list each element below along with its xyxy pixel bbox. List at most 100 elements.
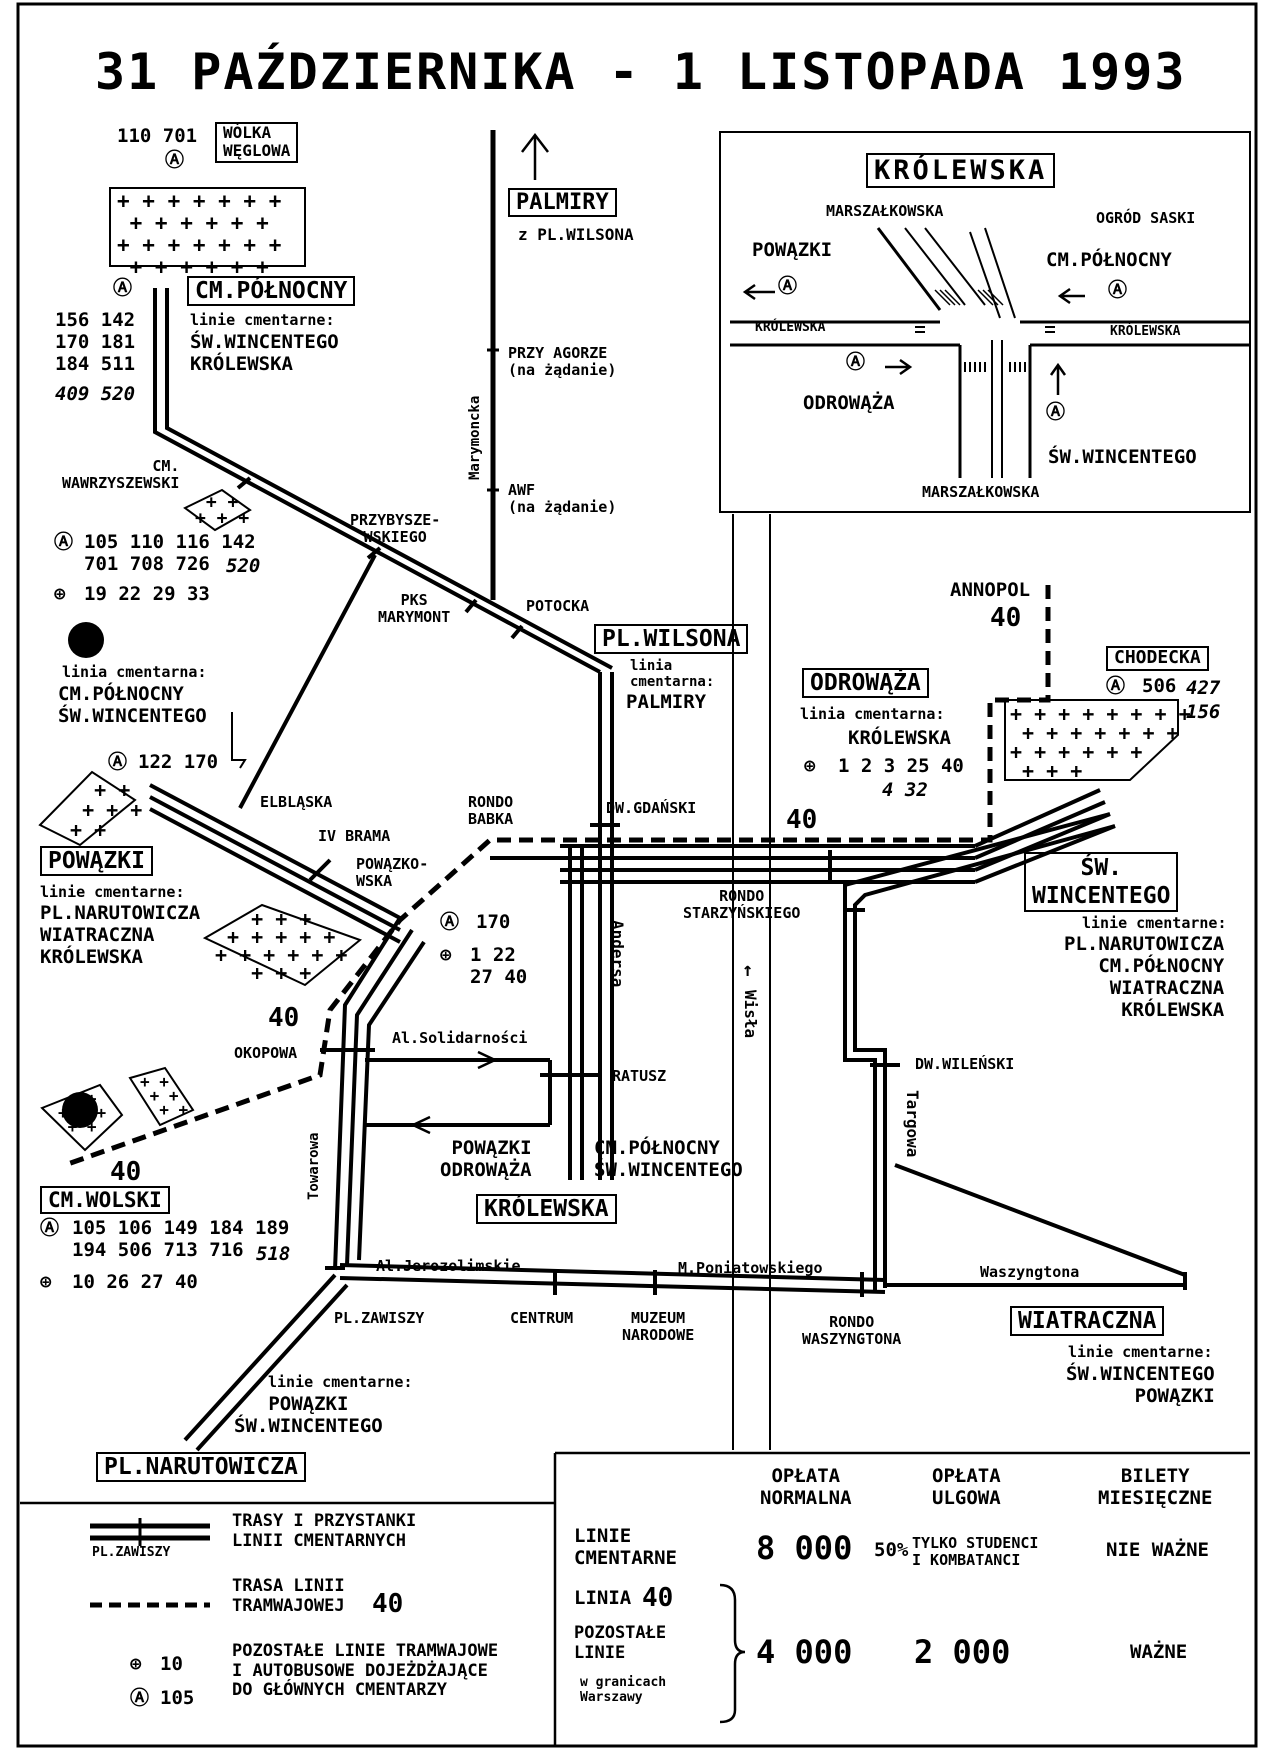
page-frame (16, 2, 1258, 1748)
fares-row-40: LINIA (574, 1587, 632, 1609)
cm-polnocny-bus-icon: Ⓐ (113, 277, 133, 299)
inset-map (719, 131, 1251, 513)
legend-bus-icon-number: 105 (160, 1687, 195, 1709)
chodecka-bus-icon: Ⓐ (1106, 675, 1126, 697)
cemetery-blocks (38, 187, 1179, 1152)
wolka-weglowa-label: WÓLKA WĘGLOWA (215, 122, 299, 163)
solidarnosci-arrows (410, 1050, 498, 1135)
cm-wolski-bus-icon: Ⓐ (40, 1217, 60, 1239)
inset-cm-polnocny: CM.PÓŁNOCNY (1046, 249, 1172, 271)
powazkowska-bus-icon: Ⓐ (440, 911, 460, 933)
label-40-wolski: 40 (110, 1157, 142, 1187)
cm-polnocny-buses-hand: 409 520 (55, 383, 136, 405)
inset-cm-polnocny-bus-icon: Ⓐ (1108, 279, 1128, 301)
fares-cemetery-reduced-note: TYLKO STUDENCI I KOMBATANCI (912, 1534, 1039, 1570)
inset-title: KRÓLEWSKA (866, 153, 1056, 189)
odrowaza-tram-icon: ⊕ (804, 755, 816, 777)
wolka-cemetery-crosses: + + + + + + + + + + + + + + + + + + + + … (117, 189, 282, 279)
fares-cemetery-reduced-pct: 50% (874, 1539, 909, 1561)
sw-wincentego-dest: PL.NARUTOWICZA CM.PÓŁNOCNY WIATRACZNA KR… (1064, 933, 1225, 1021)
cm-wolski-buses-hand: 518 (256, 1243, 291, 1265)
powazki-cemetery-crosses: + + + + + + + (70, 778, 143, 842)
inset-odrowaza: ODROWĄŻA (803, 392, 895, 414)
pl-narutowicza-label: PL.NARUTOWICZA (96, 1452, 306, 1483)
dw-wilenski-label: DW.WILEŃSKI (915, 1055, 1015, 1073)
chodecka-label: CHODECKA (1106, 646, 1209, 671)
wisla-arrow: ↑ (742, 959, 754, 981)
fares-col-monthly: BILETY MIESIĘCZNE (1098, 1465, 1213, 1509)
powazki-odrowaza-dest: POWĄZKI ODROWĄŻA (440, 1137, 532, 1181)
left-line-dest: CM.PÓŁNOCNY ŚW.WINCENTEGO (58, 683, 207, 727)
marymoncka-street: Marymoncka (467, 395, 483, 480)
elblaska-label: ELBLĄSKA (260, 793, 333, 811)
inset-sw-wincentego-bus-icon: Ⓐ (1046, 401, 1066, 423)
przy-agorze-label: PRZY AGORZE (na żądanie) (508, 344, 617, 380)
inset-marszalkowska-top: MARSZAŁKOWSKA (826, 202, 944, 220)
rondo-babka-label: RONDO BABKA (468, 793, 514, 829)
annopol-40: 40 (990, 603, 1022, 633)
wolski-cemetery-crosses-2: + + + + + + (140, 1072, 189, 1119)
pks-marymont-label: PKS MARYMONT (378, 591, 451, 627)
przybyszewskiego-label: PRZYBYSZE- WSKIEGO (350, 511, 441, 547)
towarowa-street: Towarowa (306, 1132, 322, 1200)
wawrzyszewski-trams: 19 22 29 33 (84, 583, 210, 605)
inset-marszalkowska-bottom: MARSZAŁKOWSKA (922, 483, 1040, 501)
inset-powazki-bus-icon: Ⓐ (778, 275, 798, 297)
odrowaza-label: ODROWĄŻA (802, 668, 929, 699)
inset-krolewska-left: KRÓLEWSKA (755, 320, 826, 335)
targowa-street: Targowa (903, 1090, 922, 1158)
pl-wilsona-dest: PALMIRY (626, 691, 707, 713)
fares-row-40-num: 40 (642, 1583, 674, 1613)
left-line-label: linia cmentarna: (62, 663, 207, 681)
odrowaza-line-label: linia cmentarna: (800, 705, 945, 723)
powazkowska-bus: 170 (476, 911, 511, 933)
cm-polnocny-label: CM.PÓŁNOCNY (187, 276, 356, 307)
iv-brama-label: IV BRAMA (318, 827, 391, 845)
fares-cemetery-monthly: NIE WAŻNE (1106, 1539, 1209, 1561)
waszyngtona-label: Waszyngtona (980, 1263, 1080, 1281)
fares-col-reduced: OPŁATA ULGOWA (932, 1465, 1001, 1509)
palmiry-route (485, 130, 549, 600)
sw-wincentego-label: ŚW. WINCENTEGO (1024, 852, 1179, 912)
sw-wincentego-lines-label: linie cmentarne: (1082, 914, 1227, 932)
dw-gdanski-label: DW.GDAŃSKI (606, 799, 697, 817)
wawrzyszewski-tram-icon: ⊕ (54, 583, 66, 605)
label-40-okopowa: 40 (268, 1003, 300, 1033)
annopol-label: ANNOPOL (950, 579, 1031, 601)
legend-tram-number: 40 (372, 1589, 404, 1619)
wiatraczna-dest: ŚW.WINCENTEGO POWĄZKI (1066, 1363, 1215, 1407)
legend-stop-example: PL.ZAWISZY (92, 1545, 171, 1560)
wawrzyszewski-buses-hand: 520 (226, 555, 261, 577)
legend-tram-icon: ⊕ (130, 1653, 142, 1675)
black-dot-2 (62, 1092, 98, 1128)
odrowaza-trams-hand: 4 32 (882, 779, 928, 801)
chodecka-buses-hand: 427 156 (1186, 677, 1221, 723)
inset-krolewska-right: KRÓLEWSKA (1110, 324, 1181, 339)
chodecka-cemetery-crosses: + + + + + + + + + + + + + + + + + + + + … (1010, 702, 1191, 783)
palmiry-label: PALMIRY (508, 188, 617, 218)
fares-other-normal: 4 000 (756, 1633, 853, 1671)
fares-cemetery-normal: 8 000 (756, 1529, 853, 1567)
legend-bus-icon: Ⓐ (130, 1687, 150, 1709)
wisla-river-label: Wisła (741, 990, 760, 1039)
wawrzyszewski-bus-icon: Ⓐ (54, 531, 74, 553)
cm-wolski-trams: 10 26 27 40 (72, 1271, 198, 1293)
palmiry-from-label: z PL.WILSONA (518, 225, 634, 244)
inset-sw-wincentego: ŚW.WINCENTEGO (1048, 446, 1197, 468)
fares-row-cemetery: LINIE CMENTARNE (574, 1525, 677, 1569)
chodecka-buses: 506 (1142, 675, 1177, 697)
wolka-buses: 110 701 (117, 125, 198, 147)
wiatraczna-lines-label: linie cmentarne: (1068, 1343, 1213, 1361)
page-title: 31 PAŹDZIERNIKA - 1 LISTOPADA 1993 (95, 43, 1187, 101)
cm-polnocny-dest: ŚW.WINCENTEGO KRÓLEWSKA (190, 331, 339, 375)
andersa-street: Andersa (608, 920, 627, 988)
label-40-mid: 40 (786, 805, 818, 835)
centrum-label: CENTRUM (510, 1309, 574, 1327)
muzeum-label: MUZEUM NARODOWE (622, 1309, 695, 1345)
powazkowska-tram-icon: ⊕ (440, 944, 452, 966)
route-stop-markers (236, 476, 1187, 1297)
m-poniatowskiego-label: M.Poniatowskiego (678, 1259, 823, 1277)
al-jerozolimskie-label: Al.Jerozolimskie (376, 1257, 521, 1275)
left-bus-icon: Ⓐ (108, 751, 128, 773)
